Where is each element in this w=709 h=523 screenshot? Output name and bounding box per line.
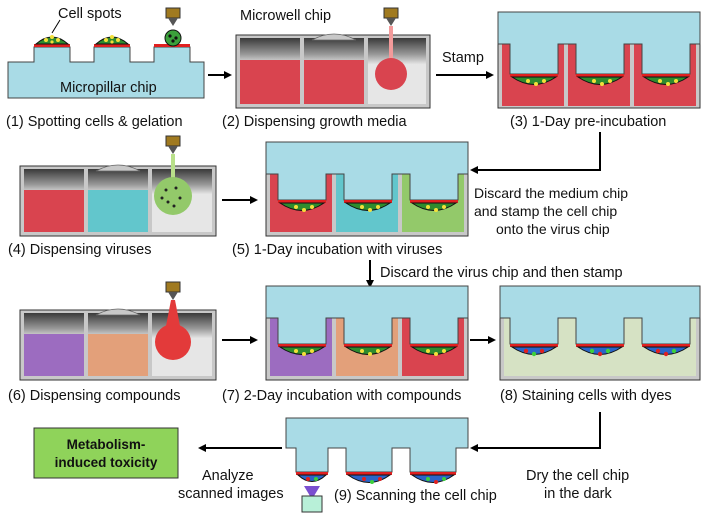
dispenser-nozzle-icon xyxy=(154,135,192,215)
stamp-label: Stamp xyxy=(442,50,484,66)
result-box: Metabolism- induced toxicity xyxy=(33,427,179,479)
dispenser-nozzle-icon xyxy=(375,7,407,90)
step9-caption: (9) Scanning the cell chip xyxy=(334,488,497,504)
cell-spot xyxy=(34,35,70,45)
virus-chip-step4 xyxy=(19,135,217,237)
discard-medium-line3: onto the virus chip xyxy=(496,221,610,237)
analyze-line2: scanned images xyxy=(178,486,284,502)
step4-caption: (4) Dispensing viruses xyxy=(8,242,151,258)
dispenser-nozzle-icon xyxy=(164,7,182,47)
cell-spots-label: Cell spots xyxy=(58,6,122,22)
scanning-chip-step9 xyxy=(285,417,469,513)
micropillar-chip-label: Micropillar chip xyxy=(60,80,157,96)
cell-spot xyxy=(94,35,130,45)
step2-caption: (2) Dispensing growth media xyxy=(222,114,407,130)
stamped-virus-chip-step5 xyxy=(265,141,469,237)
dry-line2: in the dark xyxy=(544,486,612,502)
result-line1: Metabolism- xyxy=(67,437,146,452)
arrow xyxy=(470,412,601,452)
discard-virus-label: Discard the virus chip and then stamp xyxy=(380,265,623,281)
discard-medium-line1: Discard the medium chip xyxy=(474,185,628,201)
microwell-chip-label: Microwell chip xyxy=(240,8,331,24)
stamped-chip-step3 xyxy=(497,11,701,109)
stamped-compound-chip-step7 xyxy=(265,285,469,381)
step7-caption: (7) 2-Day incubation with compounds xyxy=(222,388,461,404)
compound-chip-step6 xyxy=(19,281,217,381)
micropillar-chip-step1 xyxy=(7,7,205,99)
staining-chip-step8 xyxy=(499,285,701,381)
dispenser-nozzle-icon xyxy=(155,281,191,360)
discard-medium-line2: and stamp the cell chip xyxy=(474,203,617,219)
dry-line1: Dry the cell chip xyxy=(526,468,629,484)
step5-caption: (5) 1-Day incubation with viruses xyxy=(232,242,442,258)
step1-caption: (1) Spotting cells & gelation xyxy=(6,114,183,130)
step8-caption: (8) Staining cells with dyes xyxy=(500,388,672,404)
result-line2: induced toxicity xyxy=(55,455,158,470)
step3-caption: (3) 1-Day pre-incubation xyxy=(510,114,666,130)
analyze-line1: Analyze xyxy=(202,468,254,484)
step6-caption: (6) Dispensing compounds xyxy=(8,388,180,404)
scanner-lens-icon xyxy=(301,486,323,513)
arrow xyxy=(470,132,601,174)
microwell-chip-step2 xyxy=(235,7,431,109)
